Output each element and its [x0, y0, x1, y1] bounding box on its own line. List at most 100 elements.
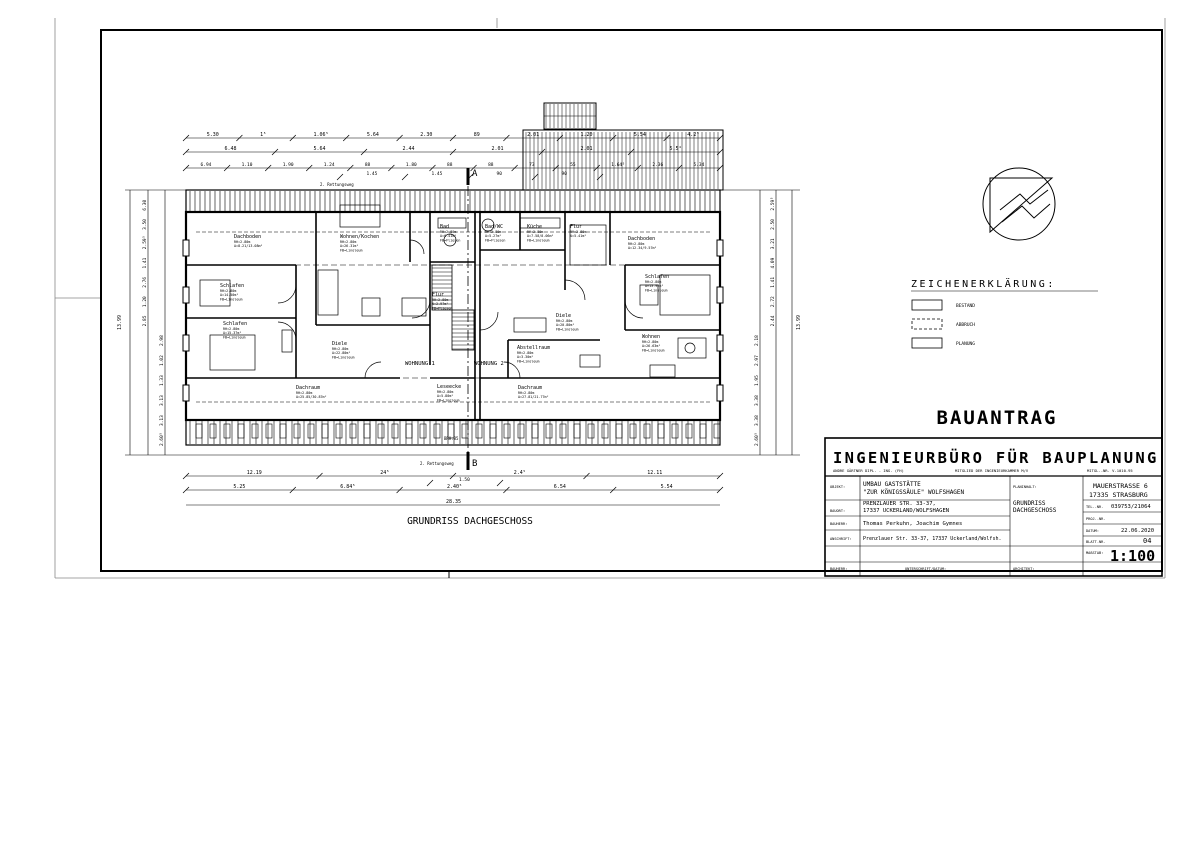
room-info: FB=Linoleum: [645, 288, 667, 292]
dimension-top-1: 1.06⁵: [314, 132, 329, 138]
site-line-1: PRENZLAUER STR. 33-37,: [863, 501, 936, 507]
dimension-left: 1.02: [159, 355, 165, 366]
object-label: OBJEKT:: [830, 485, 845, 489]
dimension-top-1: 2.30: [420, 132, 432, 138]
engineer-name: ANDRE GÄRTNER DIPL. - ING. (FH): [833, 468, 904, 473]
dimension-tick: [503, 134, 510, 142]
room-info: FB=Linoleum: [332, 355, 354, 359]
dimension-tick: [556, 134, 564, 142]
dimension-left: 2.59⁵: [142, 236, 148, 250]
dimension-tick: [627, 148, 635, 156]
room-info: A=22.80m²: [332, 351, 350, 355]
dimension-left: 2.85: [142, 315, 148, 326]
dimension-top-2: 2.01: [492, 146, 504, 152]
room-info: RH=2.80m: [223, 327, 239, 331]
room-name: Schlafen: [220, 283, 244, 289]
dimension-lines: [125, 137, 800, 506]
dimension-top-3: 1.80: [406, 162, 417, 168]
room-info: RH=2.80m: [234, 240, 250, 244]
dimension-top-1: 5.30: [207, 132, 219, 138]
dimension-tick: [552, 164, 559, 172]
dimension-top-3: 2.36: [652, 162, 663, 168]
dimension-bottom-1: 24⁵: [380, 470, 389, 476]
dimension-top-3b: 1.45: [367, 171, 378, 177]
room-info: RH=2.80m: [570, 230, 586, 234]
dimension-tick: [347, 164, 354, 172]
room-info: RH=2.80m: [440, 230, 456, 234]
dimension-tick: [388, 164, 395, 172]
plan-date: 22.06.2020: [1121, 528, 1154, 534]
room-info: A=2.97m²: [432, 302, 448, 306]
content-label: PLANINHALT:: [1013, 485, 1037, 489]
apartment-label-2: WOHNUNG 2: [474, 361, 504, 367]
escape-route-top: 2. Rettungsweg: [320, 182, 354, 187]
room-info: RH=2.80m: [518, 391, 534, 395]
dimension-bottom-2: 6.84⁵: [340, 484, 355, 490]
room-name: Flur: [570, 224, 582, 230]
dimension-tick: [342, 134, 350, 142]
dimension-tick: [449, 148, 457, 156]
dimension-top-3: 1.10: [242, 162, 253, 168]
room-info: FB=Linoleum: [340, 248, 362, 252]
room-info: RH=2.80m: [628, 242, 644, 246]
dimension-left: 1.41: [142, 257, 148, 268]
room-name: Wohnen: [642, 334, 660, 340]
room-info: A=5.80m²: [437, 394, 453, 398]
dimension-tick: [236, 134, 243, 142]
dimension-left: 3.13: [159, 395, 165, 406]
dimension-top-1: 5.64: [367, 132, 379, 138]
room-info: A=13.92m²: [645, 284, 663, 288]
sill-height: BRH:85: [444, 436, 459, 441]
room-info: A=26.63m²: [642, 344, 660, 348]
dimension-right: 2.44: [770, 315, 776, 326]
dimension-top-3: 88: [365, 162, 371, 168]
sign-date-label: UNTERSCHRIFT/DATUM:: [905, 567, 946, 571]
room-name: Abstellraum: [517, 345, 550, 351]
room-label: Wohnen/KochenRH=2.80mA=26.31m²FB=Linoleu…: [340, 234, 379, 252]
object-line-1: UMBAU GASTSTÄTTE: [863, 481, 921, 488]
dimension-top-2: 2.01: [581, 146, 593, 152]
north-arrow: [982, 167, 1056, 241]
room-info: FB=Fliesen: [440, 238, 460, 242]
room-info: RH=2.80m: [485, 230, 501, 234]
dimension-tick: [449, 472, 457, 480]
dimension-tick: [538, 148, 546, 156]
room-name: Wohnen/Kochen: [340, 234, 379, 240]
dimension-right: 2.60⁵: [754, 432, 760, 446]
room-name: Leseecke: [437, 384, 461, 390]
office-street: MAUERSTRASSE 6: [1093, 482, 1148, 490]
dimension-tick: [716, 148, 724, 156]
dimension-top-3: 6.94: [201, 162, 212, 168]
legend-swatch-existing: [911, 299, 943, 311]
architect-label: ARCHITEKT:: [1013, 567, 1035, 571]
dimension-tick: [609, 486, 617, 494]
dimension-tick: [531, 173, 539, 181]
dimension-top-3: 1.64⁵: [611, 162, 625, 168]
dimension-tick: [511, 164, 518, 172]
dimension-top-2: 6.48: [225, 146, 237, 152]
scale-value: 1:100: [1110, 547, 1155, 565]
drawing-frame: [100, 29, 1163, 572]
dimension-tick: [503, 486, 510, 494]
room-info: A=6.41m²: [440, 234, 456, 238]
address-label: ANSCHRIFT:: [830, 537, 852, 541]
member-number: MITGL.-NR. V-1010-95: [1087, 468, 1133, 473]
dimension-bottom-1b: 1.50: [459, 477, 470, 483]
dimension-tick: [449, 134, 457, 142]
dimension-top-2: 5.64: [314, 146, 326, 152]
room-name: Dachraum: [518, 385, 542, 391]
dimension-tick: [663, 134, 670, 142]
dimension-tick: [336, 173, 344, 181]
dimension-top-2: 2.44: [403, 146, 415, 152]
dimension-left: 1.33: [159, 375, 165, 386]
dimension-left: 2.60⁵: [159, 432, 165, 446]
client-name: Thomas Perkuhn, Joachim Gymnes: [863, 521, 962, 527]
room-name: Küche: [527, 224, 542, 230]
